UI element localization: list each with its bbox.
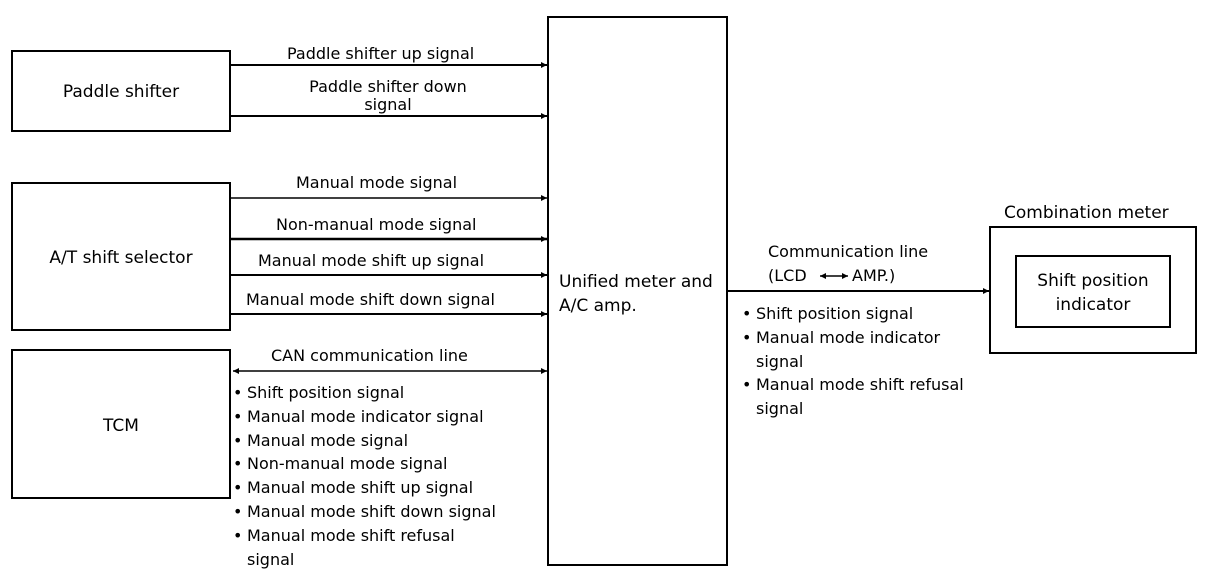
bullet-icon: • xyxy=(233,383,243,402)
communication-signal-list: •Shift position signal •Manual mode indi… xyxy=(742,302,964,421)
unified-meter-label-line2: A/C amp. xyxy=(559,296,637,316)
shift-position-indicator-block: Shift position indicator xyxy=(1015,255,1171,328)
list-item: •Manual mode shift down signal xyxy=(233,500,496,524)
unified-meter-ac-amp-block: Unified meter and A/C amp. xyxy=(547,16,728,566)
combination-meter-block: Shift position indicator xyxy=(989,226,1197,354)
paddle-shifter-block: Paddle shifter xyxy=(11,50,231,132)
bullet-icon: • xyxy=(742,304,752,323)
can-signal-list: •Shift position signal •Manual mode indi… xyxy=(233,381,496,571)
communication-line-label: Communication line xyxy=(768,242,929,261)
paddle-down-signal-label-line1: Paddle shifter down xyxy=(309,77,467,96)
list-item: •Non-manual mode signal xyxy=(233,452,496,476)
list-item: •Manual mode signal xyxy=(233,429,496,453)
bullet-icon: • xyxy=(742,327,752,347)
non-manual-mode-signal-label: Non-manual mode signal xyxy=(276,215,477,234)
can-communication-line-label: CAN communication line xyxy=(271,346,468,365)
bullet-icon: • xyxy=(233,430,243,450)
unified-meter-label-line1: Unified meter and xyxy=(559,272,713,292)
bullet-icon: • xyxy=(233,525,243,545)
at-shift-selector-block: A/T shift selector xyxy=(11,182,231,331)
list-item: •Manual mode indicator signal xyxy=(233,405,496,429)
bullet-icon: • xyxy=(233,406,243,426)
list-item: •Manual mode shift up signal xyxy=(233,476,496,500)
list-item: signal xyxy=(756,399,804,419)
paddle-up-signal-label: Paddle shifter up signal xyxy=(287,44,475,63)
manual-shift-up-signal-label: Manual mode shift up signal xyxy=(258,251,485,270)
paddle-shifter-label: Paddle shifter xyxy=(62,82,180,102)
bullet-icon: • xyxy=(742,375,752,395)
combination-meter-title: Combination meter xyxy=(1004,203,1169,223)
shift-position-indicator-line1: Shift position xyxy=(1037,271,1149,291)
list-item: •Shift position signal xyxy=(233,381,496,405)
shift-position-indicator-line2: indicator xyxy=(1055,295,1131,315)
list-item: •Shift position signal xyxy=(742,302,964,326)
bullet-icon: • xyxy=(233,478,243,498)
list-item: •Manual mode shift refusal xyxy=(742,373,964,397)
paddle-down-signal-label-line2: signal xyxy=(364,95,412,114)
bullet-icon: • xyxy=(233,501,243,521)
list-item: signal xyxy=(756,351,804,371)
list-item: signal xyxy=(247,549,295,569)
communication-line-lcd-label: (LCD xyxy=(768,266,807,285)
communication-line-amp-label: AMP.) xyxy=(852,266,896,285)
manual-mode-signal-label: Manual mode signal xyxy=(296,173,458,192)
list-item: •Manual mode indicator xyxy=(742,326,964,350)
tcm-label: TCM xyxy=(103,416,139,436)
list-item: •Manual mode shift refusal xyxy=(233,524,496,548)
manual-shift-down-signal-label: Manual mode shift down signal xyxy=(246,290,495,309)
tcm-block: TCM xyxy=(11,349,231,499)
bullet-icon: • xyxy=(233,454,243,474)
at-shift-selector-label: A/T shift selector xyxy=(49,248,193,268)
